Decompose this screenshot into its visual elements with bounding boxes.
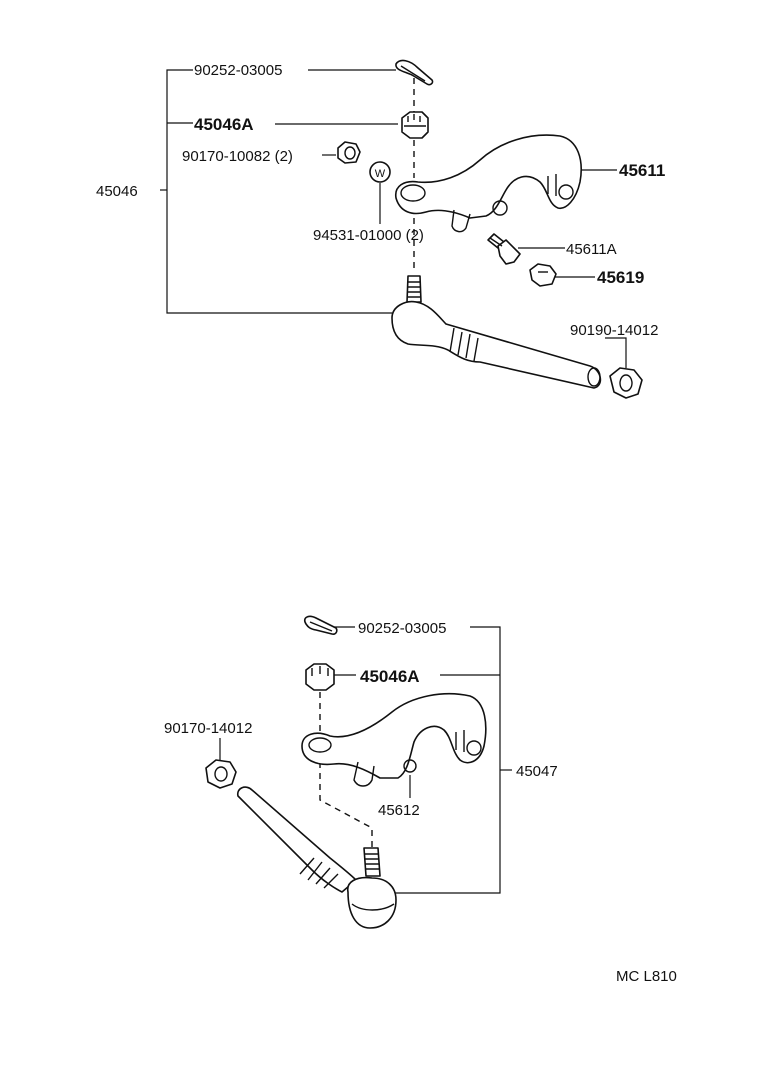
label-lower-castle-nut: 45046A [360,667,420,686]
lower-assembly-bracket [392,626,501,894]
upper-assembly: W [96,59,665,399]
upper-tie-rod-end-icon [391,275,602,389]
upper-bolt-icon [487,233,521,265]
washer-mark: W [375,168,386,180]
upper-cotter-pin-icon [395,59,434,86]
lower-assembly: 90252-03005 45046A 90170-14012 45612 450… [164,615,558,929]
label-lower-lock-nut: 90170-14012 [164,720,252,737]
label-upper-lock-nut: 90190-14012 [570,322,658,339]
label-upper-cap-nut: 45619 [597,268,644,287]
leader-upper-lock-nut [605,337,627,368]
lower-cotter-pin-icon [303,615,338,635]
lower-lock-nut-icon [205,759,237,789]
upper-washer-icon [369,161,391,183]
label-upper-washer: 94531-01000 (2) [313,227,424,244]
upper-cap-nut-icon [529,263,557,287]
label-lower-assembly: 45047 [516,763,558,780]
upper-arm-icon [394,134,582,233]
upper-assembly-bracket [166,69,392,314]
upper-lock-nut-icon [609,367,643,399]
label-upper-castle-nut: 45046A [194,115,254,134]
lower-arm-icon [301,692,487,787]
upper-castle-nut-icon [401,111,429,139]
label-upper-small-nut: 90170-10082 (2) [182,148,293,165]
label-lower-cotter-pin: 90252-03005 [358,620,446,637]
lower-castle-nut-icon [305,663,335,691]
diagram-code: MC L810 [616,968,677,985]
upper-small-nut-icon [337,141,361,164]
lower-tie-rod-icon [236,786,397,929]
label-upper-arm: 45611 [619,161,665,180]
label-lower-arm: 45612 [378,802,420,819]
label-upper-bolt: 45611A [566,241,617,258]
label-upper-cotter-pin: 90252-03005 [194,62,282,79]
lower-axis-low [319,762,373,848]
label-upper-assembly: 45046 [96,183,138,200]
